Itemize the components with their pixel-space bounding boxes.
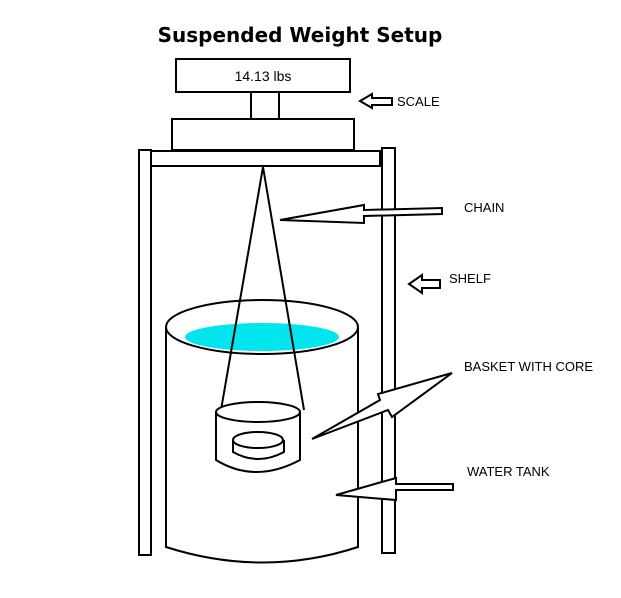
basket-with-core bbox=[215, 401, 301, 473]
scale-neck bbox=[250, 91, 280, 120]
scale-display-box bbox=[175, 58, 351, 93]
water-surface bbox=[185, 323, 339, 351]
shelf bbox=[138, 147, 396, 556]
scale-base bbox=[171, 118, 355, 151]
tank-label: WATER TANK bbox=[467, 464, 550, 479]
tank-arrow bbox=[335, 476, 454, 502]
core-top bbox=[232, 431, 284, 449]
shelf-crossbar bbox=[150, 150, 381, 167]
chain bbox=[220, 166, 305, 411]
basket-arrow bbox=[311, 372, 453, 440]
scale-label: SCALE bbox=[397, 94, 440, 109]
shelf-arrow bbox=[407, 273, 441, 295]
scale-arrow bbox=[358, 92, 393, 110]
basket-rim bbox=[215, 401, 301, 423]
shelf-label: SHELF bbox=[449, 271, 491, 286]
chain-left-line bbox=[220, 166, 264, 411]
chain-label: CHAIN bbox=[464, 200, 504, 215]
chain-arrow bbox=[279, 203, 443, 225]
chain-right-line bbox=[262, 166, 305, 411]
shelf-right-post bbox=[381, 147, 396, 554]
scale: 14.13 lbs bbox=[171, 58, 355, 151]
diagram-title: Suspended Weight Setup bbox=[158, 23, 443, 47]
shelf-left-post bbox=[138, 149, 152, 556]
basket-label: BASKET WITH CORE bbox=[464, 359, 593, 374]
scale-reading: 14.13 lbs bbox=[235, 68, 292, 84]
